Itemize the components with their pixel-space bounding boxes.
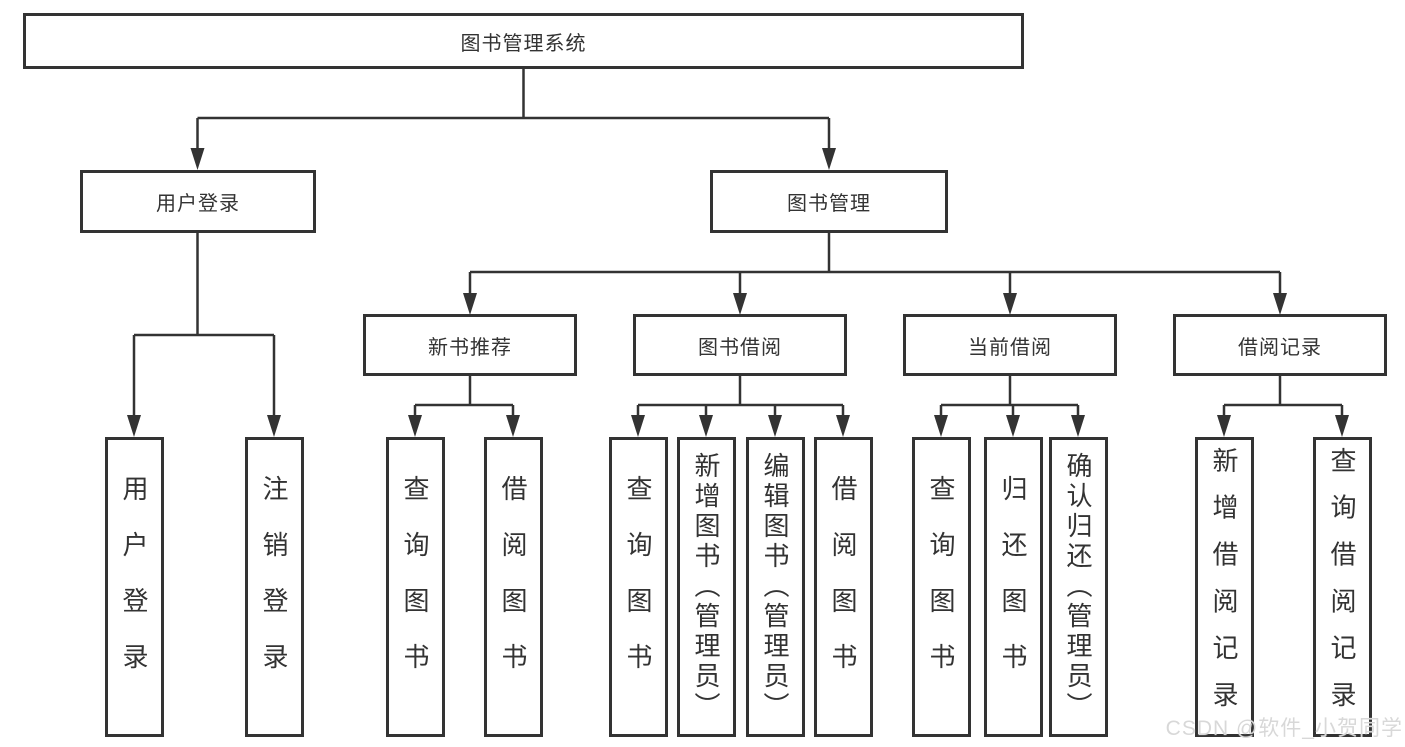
leaf-user-login-label: 用户登录: [119, 475, 149, 699]
leaf-borrow-books-recommend: 借阅图书: [483, 437, 543, 737]
node-new-book-recommend-label: 新书推荐: [428, 336, 512, 359]
leaf-add-borrow-record-label: 新增借阅记录: [1209, 446, 1239, 728]
node-root: 图书管理系统: [23, 13, 1024, 69]
node-user-login: 用户登录: [80, 170, 316, 233]
node-new-book-recommend: 新书推荐: [363, 314, 577, 376]
node-book-borrow-label: 图书借阅: [698, 336, 782, 359]
node-book-borrow: 图书借阅: [633, 314, 847, 376]
leaf-user-login: 用户登录: [104, 437, 164, 737]
leaf-borrow-books-borrow: 借阅图书: [813, 437, 873, 737]
node-current-borrow-label: 当前借阅: [968, 336, 1052, 359]
leaf-query-books-borrow: 查询图书: [608, 437, 668, 737]
leaf-return-book-label: 归还图书: [998, 475, 1028, 699]
node-user-login-label: 用户登录: [156, 193, 240, 215]
leaf-logout: 注销登录: [244, 437, 304, 737]
leaf-query-books-recommend: 查询图书: [385, 437, 445, 737]
leaf-confirm-return-admin-label: 确认归还（管理员）: [1063, 452, 1093, 722]
leaf-borrow-books-recommend-label: 借阅图书: [498, 475, 528, 699]
node-borrow-records-label: 借阅记录: [1238, 336, 1322, 359]
leaf-logout-label: 注销登录: [259, 475, 289, 699]
tree-edges: [132, 69, 1344, 416]
node-borrow-records: 借阅记录: [1173, 314, 1387, 376]
node-book-management-label: 图书管理: [787, 193, 871, 215]
leaf-add-book-admin-label: 新增图书（管理员）: [691, 452, 721, 722]
leaf-borrow-books-borrow-label: 借阅图书: [828, 475, 858, 699]
leaf-query-borrow-record: 查询借阅记录: [1312, 437, 1372, 737]
node-book-management: 图书管理: [710, 170, 948, 233]
node-current-borrow: 当前借阅: [903, 314, 1117, 376]
leaf-edit-book-admin-label: 编辑图书（管理员）: [760, 452, 790, 722]
leaf-add-book-admin: 新增图书（管理员）: [676, 437, 736, 737]
leaf-query-books-current: 查询图书: [911, 437, 971, 737]
leaf-query-books-recommend-label: 查询图书: [400, 475, 430, 699]
leaf-query-books-borrow-label: 查询图书: [623, 475, 653, 699]
leaf-confirm-return-admin: 确认归还（管理员）: [1048, 437, 1108, 737]
node-root-label: 图书管理系统: [460, 32, 587, 55]
leaf-query-borrow-record-label: 查询借阅记录: [1327, 446, 1357, 728]
leaf-add-borrow-record: 新增借阅记录: [1194, 437, 1254, 737]
leaf-return-book: 归还图书: [983, 437, 1043, 737]
leaf-edit-book-admin: 编辑图书（管理员）: [745, 437, 805, 737]
leaf-query-books-current-label: 查询图书: [926, 475, 956, 699]
